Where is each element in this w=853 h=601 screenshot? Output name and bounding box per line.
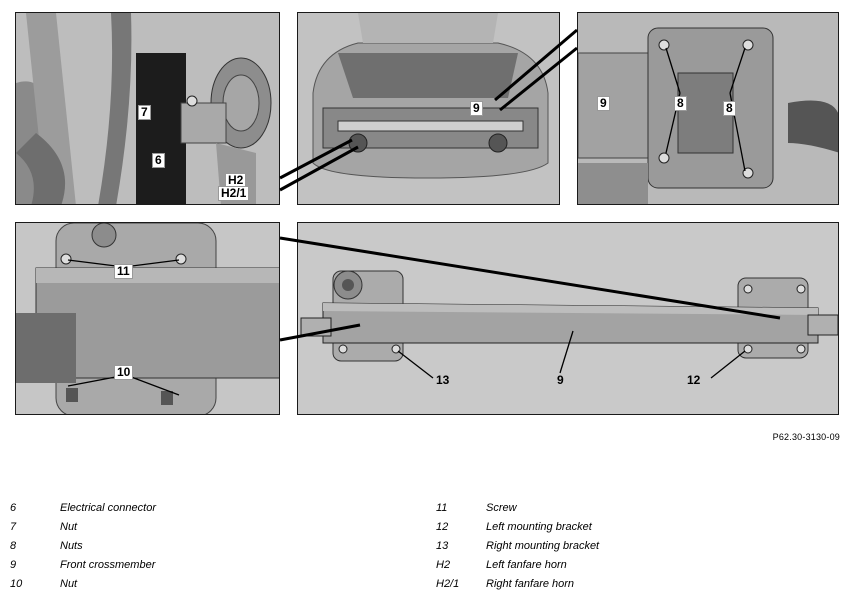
callout-9-crossmember: 9 (557, 373, 564, 387)
legend-number: 10 (10, 578, 23, 590)
panel-horn-detail (15, 12, 280, 205)
legend-number: 6 (10, 502, 17, 514)
nuts-detail-illustration (578, 13, 838, 204)
horn-detail-illustration (16, 13, 279, 204)
legend-description: Front crossmember (60, 559, 156, 571)
vehicle-front-illustration (298, 13, 559, 204)
callout-8-right: 8 (723, 101, 736, 116)
legend-number: 11 (436, 502, 448, 514)
panel-nuts-detail (577, 12, 839, 205)
callout-10: 10 (114, 365, 134, 380)
callout-h2-1: H2/1 (218, 186, 250, 201)
legend-description: Left fanfare horn (486, 559, 567, 571)
callout-11: 11 (114, 264, 133, 279)
callout-9-vehicle: 9 (470, 101, 483, 116)
callout-12: 12 (687, 373, 701, 387)
callout-9-nuts-panel: 9 (597, 96, 610, 111)
legend-number: 8 (10, 540, 17, 552)
legend-description: Screw (486, 502, 517, 514)
panel-crossmember-end-detail (15, 222, 280, 415)
legend-number: 9 (10, 559, 17, 571)
legend-number: H2 (436, 559, 451, 571)
callout-h2: H2 (225, 173, 247, 188)
legend-description: Nuts (60, 540, 83, 552)
legend-description: Electrical connector (60, 502, 156, 514)
legend-description: Right mounting bracket (486, 540, 600, 552)
legend-description: Left mounting bracket (486, 521, 592, 533)
legend-number: 7 (10, 521, 17, 533)
legend-description: Nut (60, 578, 78, 590)
callout-6: 6 (152, 153, 165, 168)
legend-description: Nut (60, 521, 78, 533)
callout-7: 7 (138, 105, 151, 120)
callout-13: 13 (436, 373, 450, 387)
crossmember-end-illustration (16, 223, 279, 414)
legend-number: 12 (436, 521, 449, 533)
crossmember-full-illustration (298, 223, 838, 414)
panel-vehicle-front (297, 12, 560, 205)
legend-number: H2/1 (436, 578, 460, 590)
legend-number: 13 (436, 540, 449, 552)
reference-code: P62.30-3130-09 (772, 432, 840, 442)
legend-description: Right fanfare horn (486, 578, 575, 590)
panel-crossmember-full (297, 222, 839, 415)
callout-8-left: 8 (674, 96, 687, 111)
